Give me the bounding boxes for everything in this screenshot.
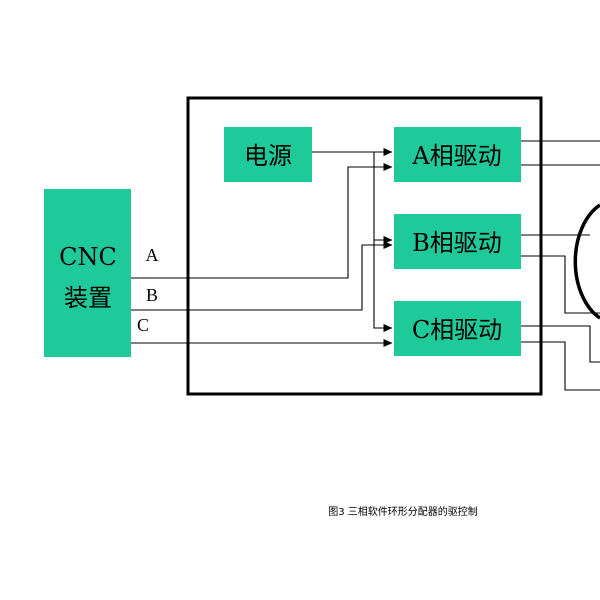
figure-caption: 图3 三相软件环形分配器的驱控制 [328, 505, 478, 518]
phase-b-driver-label: B相驱动 [412, 229, 502, 257]
power-supply-block [224, 127, 312, 182]
power-to-b-wire [373, 152, 393, 244]
signal-label-b: B [146, 285, 158, 305]
signal-label-c: C [137, 315, 149, 335]
motor-circle [573, 203, 600, 320]
power-to-c-wire [373, 240, 393, 332]
phase-a-driver-label: A相驱动 [411, 142, 501, 170]
cnc-device-block [44, 189, 131, 357]
phase-a-driver-block [394, 127, 521, 182]
phase-c-driver-label: C相驱动 [412, 316, 502, 344]
cnc-label-line2: 装置 [64, 284, 112, 312]
phase-b-output-wire-2 [521, 255, 600, 314]
phase-c-output-wire-1 [521, 325, 600, 363]
signal-a-wire [131, 163, 393, 279]
signal-label-a: A [146, 245, 159, 265]
cnc-label-line1: CNC [59, 243, 117, 271]
phase-c-output-wire-2 [521, 341, 600, 391]
phase-b-driver-block [394, 214, 521, 269]
signal-b-wire [131, 241, 393, 311]
controller-frame [186, 96, 543, 396]
power-supply-label: 电源 [244, 142, 292, 170]
phase-c-driver-block [394, 301, 521, 356]
